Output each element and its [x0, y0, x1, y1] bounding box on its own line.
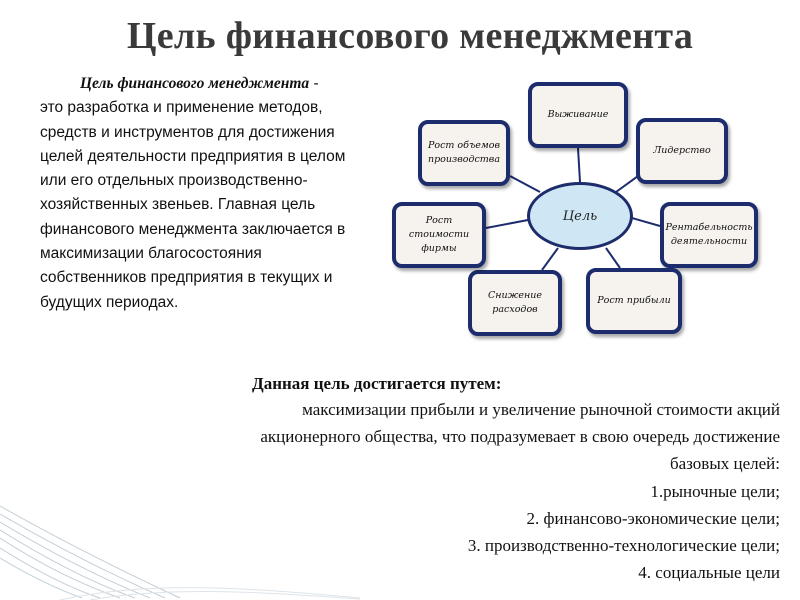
connector-leadership	[615, 175, 639, 193]
method-line: 2. финансово-экономические цели;	[526, 508, 780, 528]
node-cost-reduction: Снижение расходов	[468, 270, 562, 336]
page-title: Цель финансового менеджмента	[126, 15, 694, 57]
node-profitability: Рентабельность деятельности	[660, 202, 758, 268]
definition-term: Цель финансового менеджмента	[80, 75, 310, 92]
node-center-goal: Цель	[527, 182, 633, 250]
definition-text: - это разработка и применение методов, с…	[40, 75, 346, 311]
method-line: 1.рыночные цели;	[650, 481, 780, 501]
node-volume-growth: Рост объемов производства	[418, 120, 510, 186]
method-line: 4. социальные цели	[638, 563, 780, 583]
diagram-connectors	[485, 147, 661, 271]
connector-value-growth	[485, 219, 529, 229]
connector-volume-growth	[509, 175, 541, 193]
connector-profit-growth	[605, 247, 621, 269]
node-value-growth: Рост стоимости фирмы	[392, 202, 486, 268]
method-line: 3. производственно-технологические цели;	[467, 536, 780, 556]
decorative-swoosh	[0, 505, 360, 600]
node-profit-growth: Рост прибыли	[586, 268, 682, 334]
connector-profitability	[631, 217, 661, 227]
connector-survival	[577, 147, 581, 183]
node-leadership: Лидерство	[636, 118, 728, 184]
method-heading: Данная цель достигается путем:	[252, 374, 502, 393]
method-list: максимизации прибыли и увеличение рыночн…	[60, 396, 780, 586]
method-line: базовых целей:	[669, 454, 780, 474]
method-line: акционерного общества, что подразумевает…	[260, 427, 780, 447]
connector-cost-reduction	[541, 247, 559, 271]
goals-diagram: Выживание Лидерство Рентабельность деяте…	[380, 76, 800, 366]
node-survival: Выживание	[528, 82, 628, 148]
method-line: максимизации прибыли и увеличение рыночн…	[302, 400, 780, 419]
definition-paragraph: Цель финансового менеджмента - это разра…	[40, 72, 346, 315]
